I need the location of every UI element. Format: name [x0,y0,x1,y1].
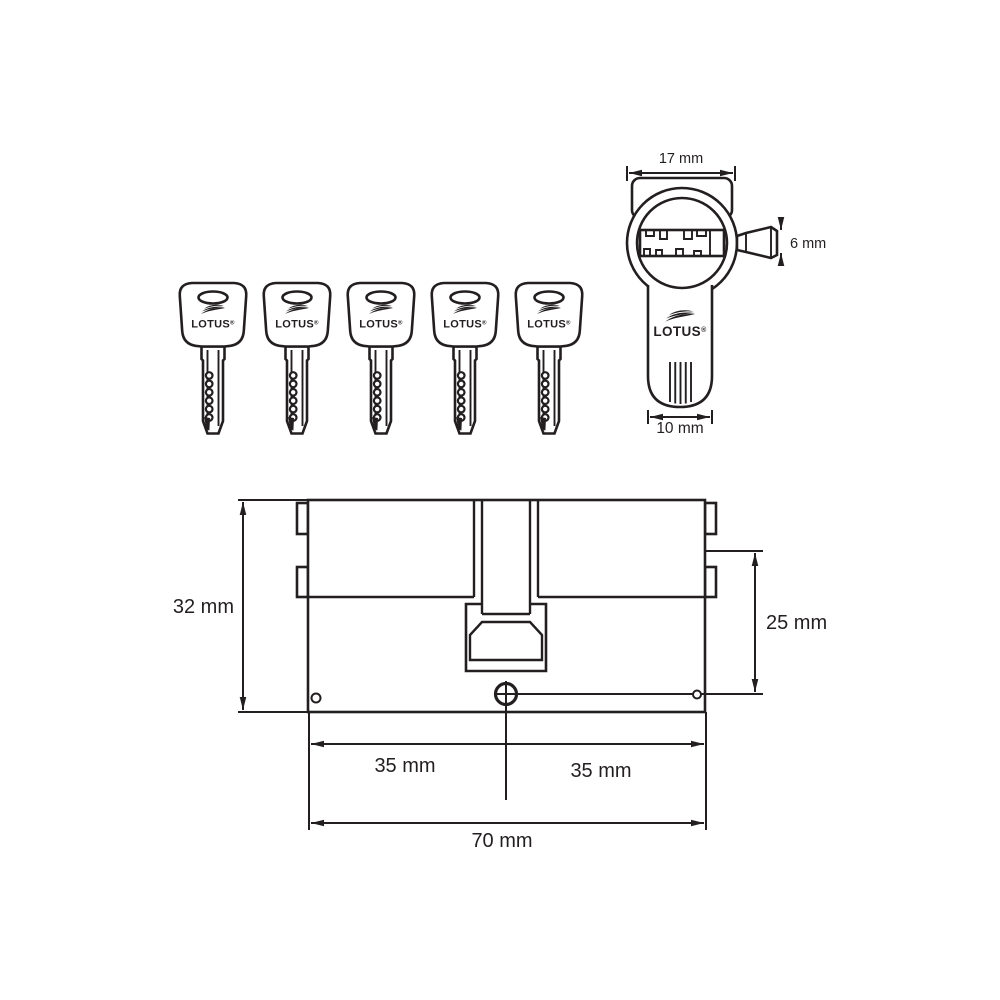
dimension-head-width: 17 mm [626,151,736,181]
screw-hole-left [310,692,322,704]
dimension-body-height: 25 mm [705,550,827,692]
dim-label-grip-width: 10 mm [656,420,703,437]
dimension-height: 32 mm [173,499,308,713]
keys-row [180,283,583,434]
dim-label-body-height: 25 mm [766,612,827,634]
dimension-tip-height: 6 mm [777,217,826,266]
front-brand-label: LOTUS® [653,324,707,339]
key-3 [348,283,415,434]
dim-label-total-length: 70 mm [471,830,532,852]
center-mark [493,681,519,707]
screw-hole-right [692,689,702,700]
key-grip-lines [669,362,692,404]
key-tip-cone [735,225,779,260]
key-profile-band [638,228,726,258]
dim-label-right-half: 35 mm [570,760,631,782]
key-2 [264,283,331,434]
cylinder-cam-inner [468,620,544,662]
dim-label-tip-height: 6 mm [790,236,826,252]
key-5 [516,283,583,434]
cylinder-body [306,498,707,714]
key-front-view: 17 mm 6 mm [625,151,826,437]
dim-label-left-half: 35 mm [374,755,435,777]
key-profile-cuts [643,230,711,256]
dimension-halves: 35 mm 35 mm [308,712,707,830]
key-4 [432,283,499,434]
dimension-grip-width: 10 mm [647,410,713,437]
key-front-shaft [646,285,714,409]
dimension-total-length: 70 mm [311,819,704,852]
cylinder-cam [464,602,548,673]
dim-label-head-width: 17 mm [659,151,703,167]
cylinder-side-view: 32 mm 25 mm 35 mm 35 mm 70 mm [173,498,827,852]
key-1 [180,283,247,434]
cam-ring [472,500,540,616]
dim-label-height: 32 mm [173,596,234,618]
